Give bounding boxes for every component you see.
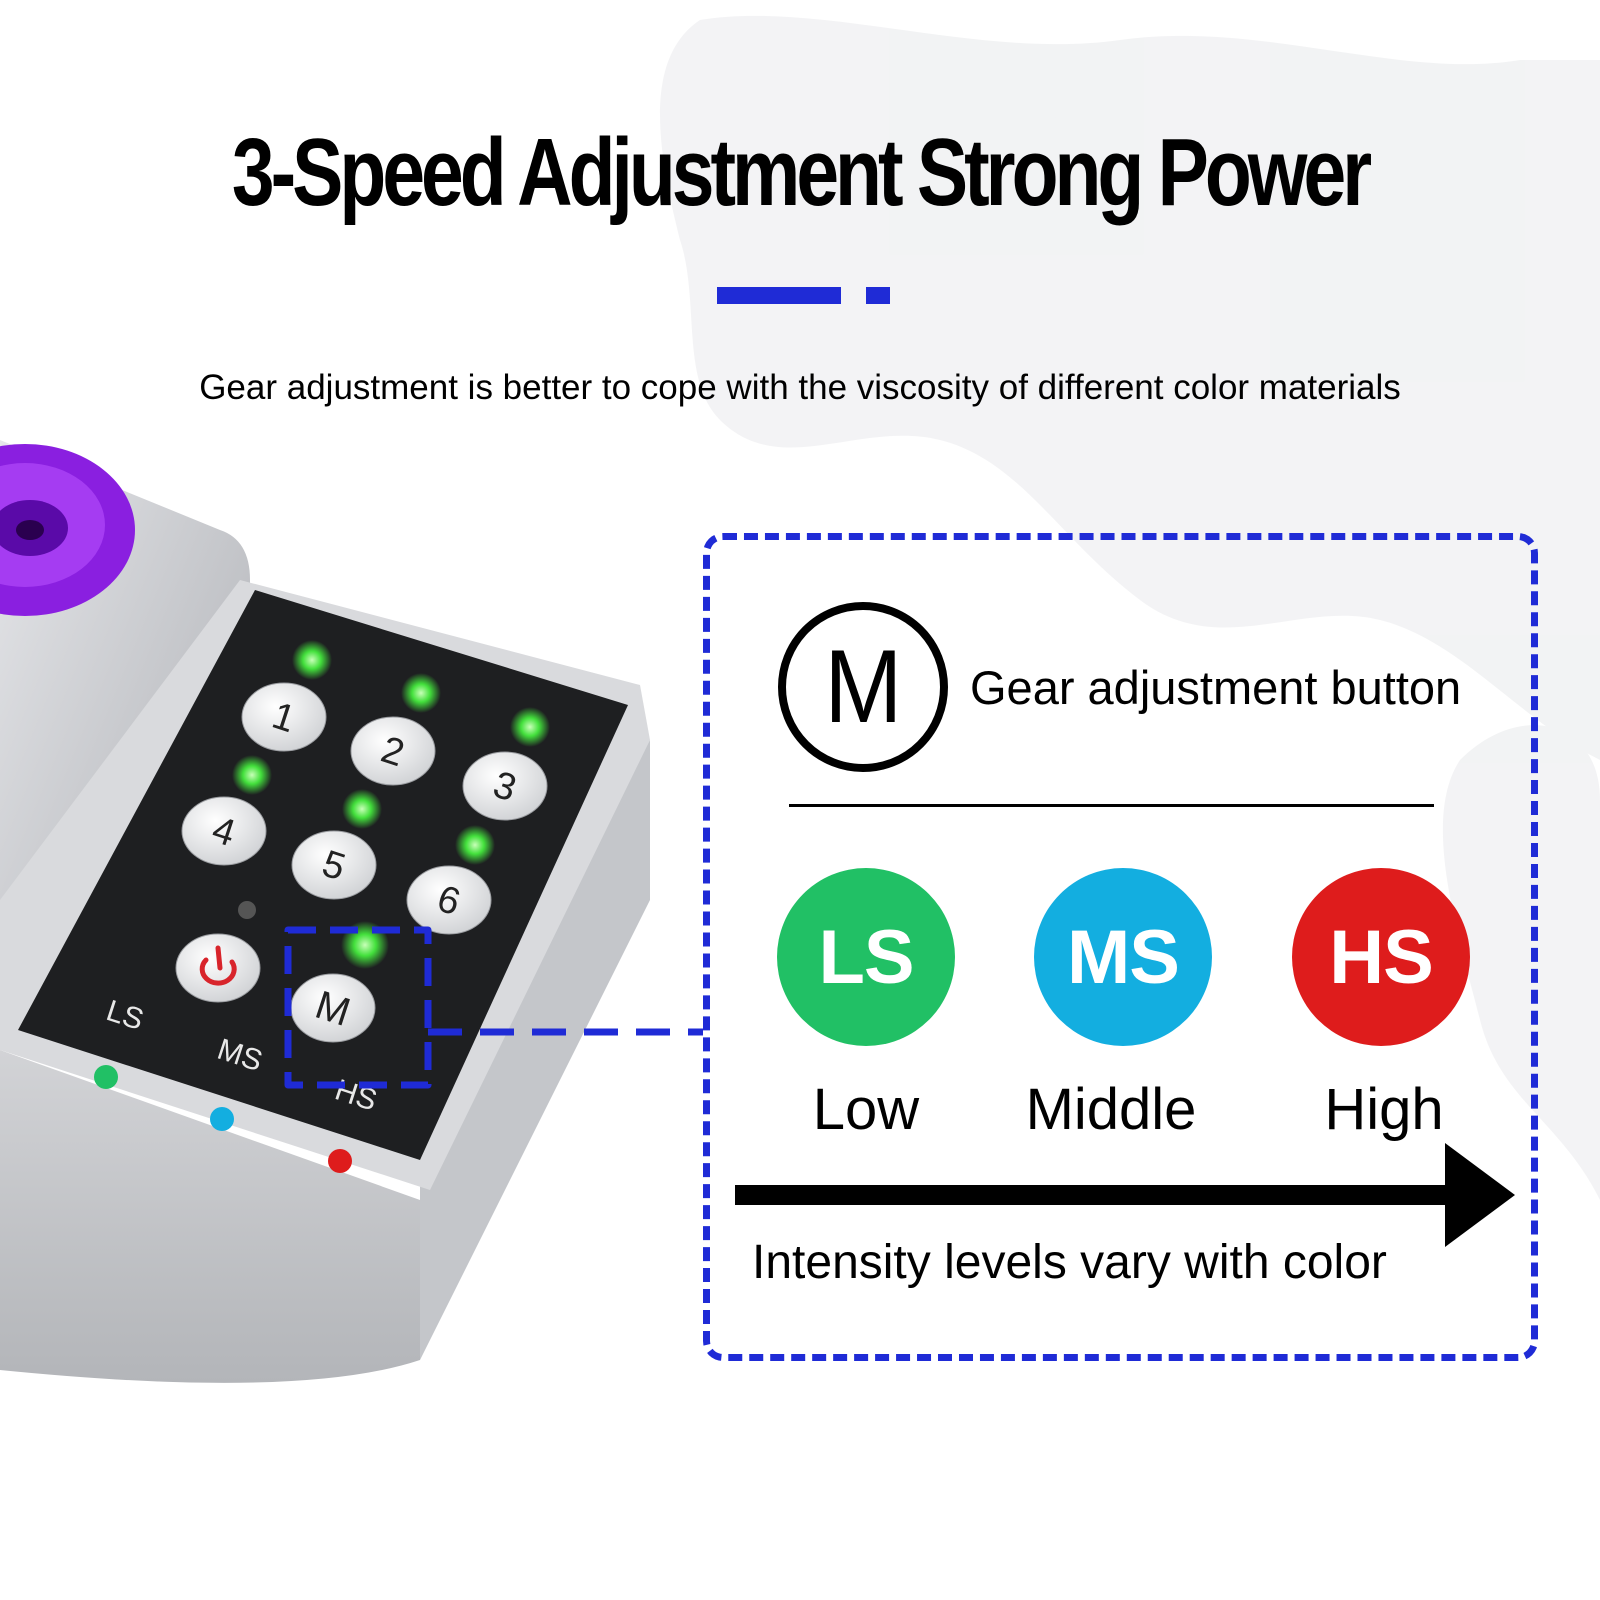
key-5[interactable] [291,830,377,900]
key-3[interactable] [462,751,548,821]
middle-label: Middle [1025,1077,1197,1142]
ls-badge: LS [777,868,955,1046]
accent-bar-long [717,287,841,304]
page-title: 3-Speed Adjustment Strong Power [231,119,1372,226]
ms-badge-text: MS [1067,914,1180,1000]
ls-badge-text: LS [818,914,914,1000]
indicator-hs-dot [328,1149,352,1173]
legend-divider [789,804,1434,807]
ms-badge: MS [1034,868,1212,1046]
page-subtitle: Gear adjustment is better to cope with t… [199,368,1401,407]
m-button-icon: M [778,602,948,772]
key-4[interactable] [181,796,267,866]
device-illustration: 1 2 3 4 5 6 M LS MS HS [0,440,650,1383]
accent-bar-short [866,287,890,304]
low-label: Low [812,1077,920,1142]
key-6[interactable] [406,865,492,935]
intensity-arrow-icon [735,1143,1515,1247]
m-button-symbol: M [824,628,902,745]
intensity-caption: Intensity levels vary with color [752,1236,1387,1289]
gear-button-label: Gear adjustment button [970,661,1462,714]
legend-panel [703,533,1538,1361]
key-1[interactable] [241,682,327,752]
indicator-ms-dot [210,1107,234,1131]
hs-badge: HS [1292,868,1470,1046]
key-2[interactable] [350,716,436,786]
high-label: High [1324,1077,1444,1142]
indicator-ls-dot [94,1065,118,1089]
power-icon [199,945,237,986]
hs-badge-text: HS [1329,914,1434,1000]
